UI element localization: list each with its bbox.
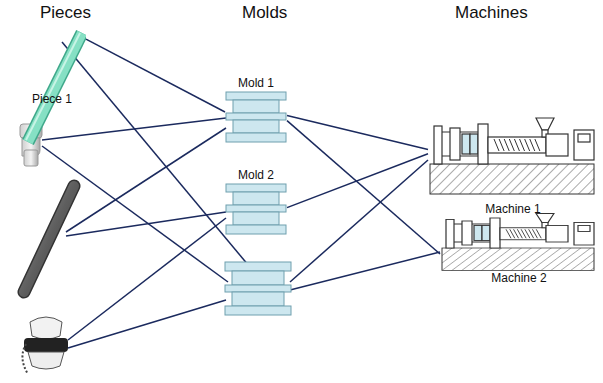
mold-node: Mold 1 [225, 76, 287, 148]
machine-node: Machine 1 [428, 116, 598, 221]
link-lines [42, 42, 440, 348]
piece-node: Piece 1 [20, 30, 86, 145]
column-header: Machines [455, 3, 528, 23]
connector-line [287, 154, 428, 208]
node-label: Mold 1 [238, 76, 274, 90]
connector-line [287, 116, 428, 150]
machine-node: Machine 2 [440, 212, 598, 317]
node-label: Mold 2 [238, 168, 274, 182]
pipe-picture [20, 30, 86, 145]
node-label: Machine 1 [485, 202, 540, 216]
connector-line [287, 121, 440, 254]
column-header: Pieces [40, 3, 91, 23]
node-label: Machine 2 [491, 271, 546, 285]
mold-3 [225, 262, 291, 315]
rod-piece [24, 186, 74, 292]
trap-piece [22, 317, 68, 374]
mold-node: Mold 2 [225, 168, 287, 240]
connector-line [86, 39, 225, 112]
node-label: Piece 1 [32, 92, 72, 106]
column-header: Molds [242, 3, 287, 23]
